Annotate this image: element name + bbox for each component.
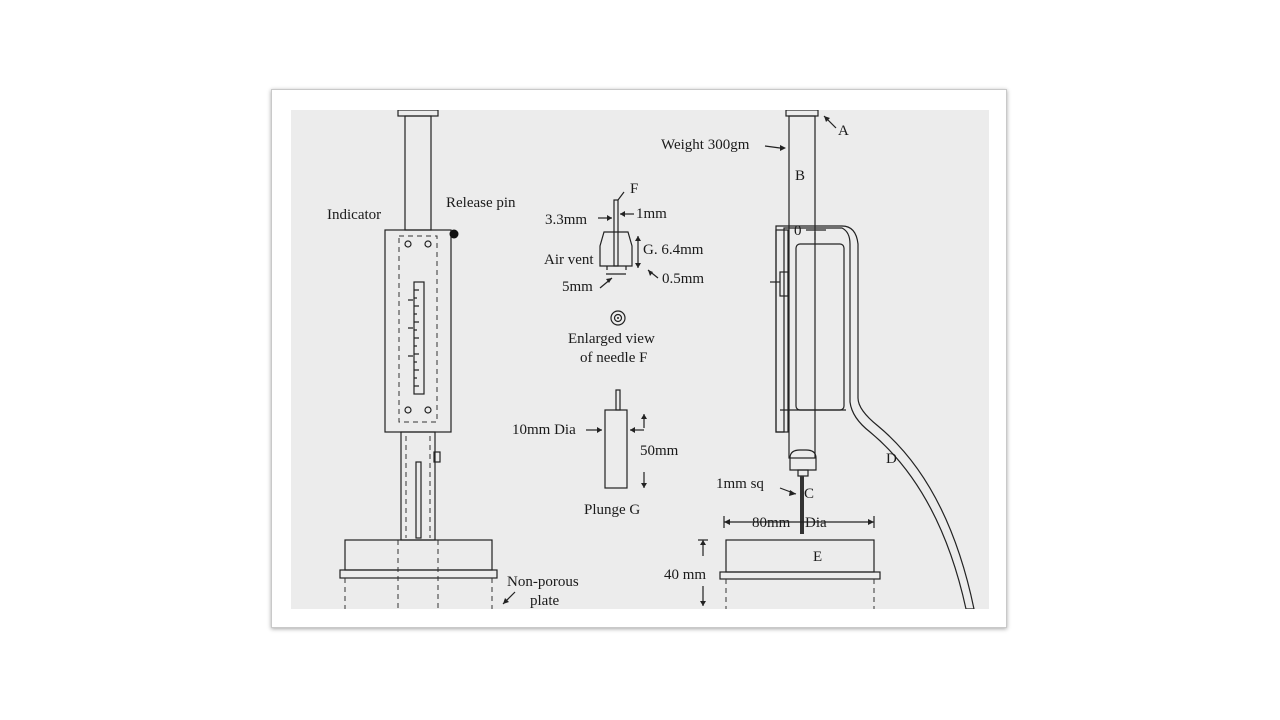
label-release-pin: Release pin — [446, 195, 516, 211]
label-zero: 0 — [794, 223, 802, 239]
label-plate: plate — [530, 593, 559, 609]
release-pin-icon — [449, 229, 459, 239]
label-of-needle-f: of needle F — [580, 350, 647, 366]
label-80mm: 80mm — [752, 515, 791, 531]
label-a: A — [838, 123, 849, 139]
label-1mm: 1mm — [636, 206, 667, 222]
label-non-porous: Non-porous — [507, 574, 579, 590]
movable-rod — [788, 115, 816, 459]
label-plunger-g: Plunge G — [584, 502, 640, 518]
label-c: C — [804, 486, 814, 502]
label-dia: Dia — [805, 515, 827, 531]
label-needle-f: F — [630, 181, 638, 197]
left-apparatus — [339, 110, 516, 609]
label-d: D — [886, 451, 897, 467]
label-1mm-sq: 1mm sq — [716, 476, 764, 492]
label-b: B — [795, 168, 805, 184]
label-weight: Weight 300gm — [661, 137, 750, 153]
indicator-box — [384, 229, 452, 433]
label-50mm: 50mm — [640, 443, 679, 459]
label-0-5mm: 0.5mm — [662, 271, 704, 287]
label-enlarged-view: Enlarged view — [568, 331, 655, 347]
label-e: E — [813, 549, 822, 565]
label-g-6-4mm: G. 6.4mm — [643, 242, 704, 258]
plunger-body — [604, 409, 628, 489]
needle-f-detail — [598, 191, 659, 326]
label-10mm-dia: 10mm Dia — [512, 422, 576, 438]
enlarged-needle-icon — [610, 310, 626, 326]
label-5mm: 5mm — [562, 279, 593, 295]
right-apparatus — [698, 110, 975, 609]
label-air-vent: Air vent — [544, 252, 594, 268]
plunger-g-detail — [586, 389, 647, 489]
label-3-3mm: 3.3mm — [545, 212, 587, 228]
vicat-apparatus-diagram: Indicator Release pin Non-porous plate F… — [291, 110, 989, 609]
label-40mm: 40 mm — [664, 567, 706, 583]
frame-d — [775, 225, 975, 609]
left-mould — [344, 539, 493, 571]
right-mould — [725, 539, 875, 573]
label-indicator: Indicator — [327, 207, 381, 223]
